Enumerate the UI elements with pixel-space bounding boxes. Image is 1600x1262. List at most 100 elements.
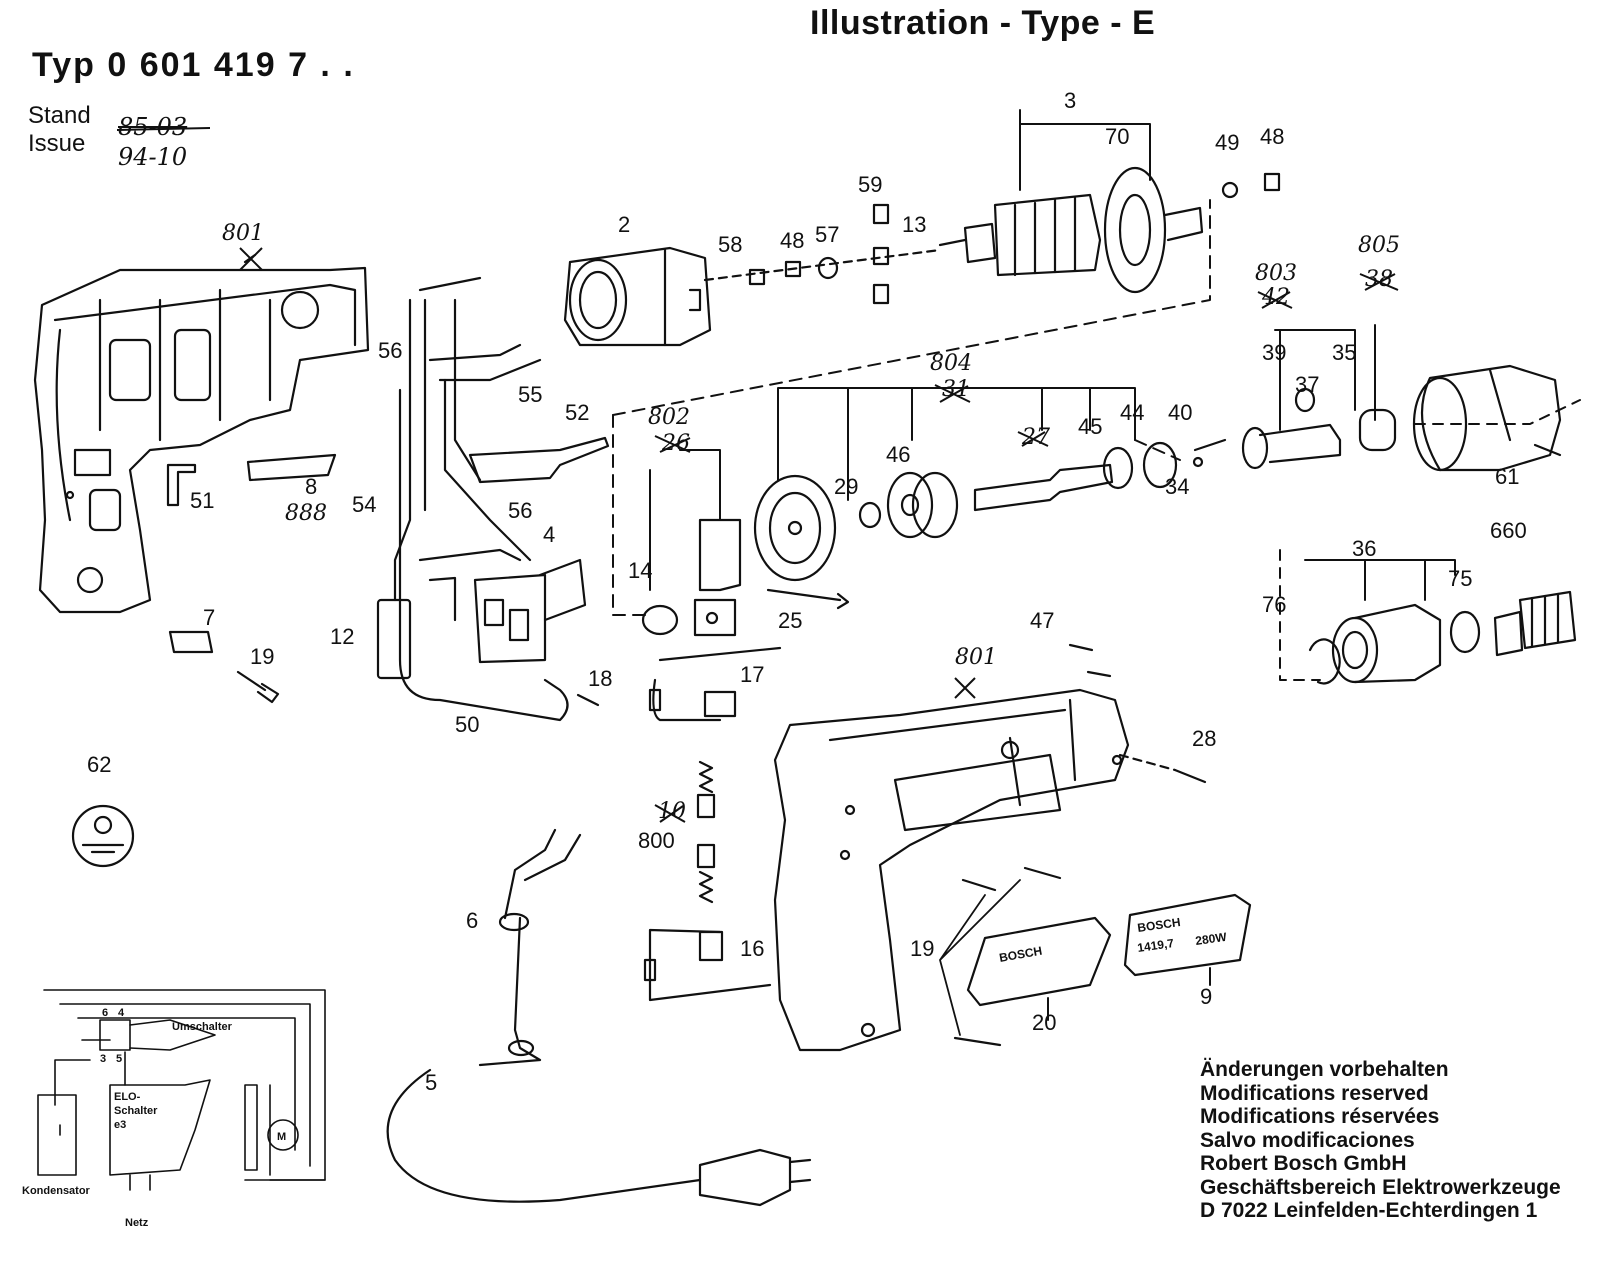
housing-right-half (773, 688, 1177, 1052)
spindle-27 (973, 463, 1114, 512)
label-48-left: 48 (780, 228, 804, 253)
screw-61 (1533, 443, 1562, 457)
label-59: 59 (858, 172, 882, 197)
schematic-kondensator: Kondensator (22, 1185, 91, 1197)
ring-76 (1308, 638, 1341, 685)
label-14: 14 (628, 558, 652, 583)
label-50: 50 (455, 712, 479, 737)
part-34-shape (1192, 456, 1204, 468)
note-line-6: Geschäftsbereich Elektrowerkzeuge (1200, 1175, 1561, 1199)
brushes-800 (696, 760, 716, 904)
stand-issue-labels: Stand Issue (28, 102, 91, 158)
modification-notes: Änderungen vorbehalten Modifications res… (1200, 1058, 1561, 1223)
part-49-shape (1221, 181, 1239, 199)
field-coil-2 (563, 246, 712, 347)
label-35: 35 (1332, 340, 1356, 365)
washer-29 (858, 501, 882, 529)
screw-18 (576, 693, 600, 707)
stand-issue-values: 85-03 94-10 (118, 112, 187, 172)
schematic-terminal-6: 6 (102, 1007, 108, 1019)
part-51-shape (166, 463, 197, 507)
chuck-36 (1331, 603, 1442, 684)
stand-old-value: 85-03 (118, 113, 188, 141)
label-801-left: 801 (222, 221, 264, 246)
label-26-struck: 26 (661, 431, 690, 456)
label-888: 888 (285, 501, 327, 526)
label-9: 9 (1200, 984, 1212, 1009)
part-12-shape (376, 598, 412, 680)
label-61: 61 (1495, 464, 1519, 489)
schematic-terminal-4: 4 (118, 1007, 125, 1019)
wiring-harness (393, 276, 569, 722)
schematic-elo: ELO- (114, 1091, 141, 1103)
label-6: 6 (466, 908, 478, 933)
label-7: 7 (203, 605, 215, 630)
screw-25 (766, 588, 850, 610)
label-29: 29 (834, 474, 858, 499)
label-25: 25 (778, 608, 802, 633)
label-804: 804 (930, 351, 972, 376)
part-8-shape (246, 453, 337, 482)
part-57-shape (817, 256, 839, 280)
ring-75 (1449, 610, 1481, 654)
gear-housing-805 (1412, 364, 1562, 472)
label-805: 805 (1358, 233, 1400, 258)
chuck-660 (1493, 590, 1577, 657)
label-19-left: 19 (250, 644, 274, 669)
cord-6 (478, 828, 582, 1067)
note-line-5: Robert Bosch GmbH (1200, 1152, 1407, 1175)
bearing-46 (886, 471, 959, 539)
label-8: 8 (305, 474, 317, 499)
label-19-right: 19 (910, 936, 934, 961)
label-802: 802 (648, 405, 690, 430)
pins-47 (1068, 643, 1112, 678)
badge-20-text: BOSCH (998, 944, 1043, 965)
part-48a-shape (784, 260, 802, 278)
part-48b-shape (1263, 172, 1281, 192)
schematic-schalter: Schalter (114, 1105, 158, 1117)
part-4-shape (473, 558, 587, 664)
part-labels: 801 56 2 58 48 57 59 13 3 70 49 48 55 52… (87, 88, 1527, 1095)
note-line-7: D 7022 Leinfelden-Echterdingen 1 (1200, 1199, 1538, 1222)
part-58-shape (748, 268, 766, 286)
armature-3 (938, 166, 1204, 294)
housing-left-half (33, 253, 370, 614)
label-803: 803 (1255, 261, 1297, 286)
note-line-4: Salvo modificaciones (1200, 1128, 1415, 1152)
label-76: 76 (1262, 592, 1286, 617)
label-75: 75 (1448, 566, 1472, 591)
badge-9 (1123, 893, 1252, 977)
label-18: 18 (588, 666, 612, 691)
type-number: Typ 0 601 419 7 . . (32, 46, 355, 84)
schematic-motor: M (277, 1131, 286, 1143)
label-37: 37 (1295, 372, 1319, 397)
label-45: 45 (1078, 414, 1102, 439)
label-44: 44 (1120, 400, 1144, 425)
schematic-netz: Netz (125, 1217, 149, 1229)
label-34: 34 (1165, 474, 1189, 499)
label-62: 62 (87, 752, 111, 777)
bearing-45 (1102, 446, 1134, 490)
label-58: 58 (718, 232, 742, 257)
label-56-left: 56 (378, 338, 402, 363)
label-54: 54 (352, 492, 376, 517)
label-52: 52 (565, 400, 589, 425)
label-12: 12 (330, 624, 354, 649)
stand-label: Stand (28, 102, 91, 129)
part-59a-shape (872, 203, 890, 225)
gear-29 (753, 474, 837, 582)
part-35-shape (1358, 408, 1397, 452)
part-55-shape (468, 436, 610, 484)
badge-20 (966, 916, 1112, 1007)
schematic-terminal-5: 5 (116, 1053, 122, 1065)
note-line-2: Modifications reserved (1200, 1081, 1429, 1105)
cable-5 (386, 1068, 812, 1207)
gear-44 (1142, 441, 1178, 489)
note-line-3: Modifications réservées (1200, 1105, 1440, 1128)
badge-9-brand: BOSCH (1136, 915, 1181, 935)
schematic-terminal-3: 3 (100, 1053, 106, 1065)
part-59b-shape (872, 283, 890, 305)
brush-holder-16 (643, 928, 772, 1002)
label-28: 28 (1192, 726, 1216, 751)
